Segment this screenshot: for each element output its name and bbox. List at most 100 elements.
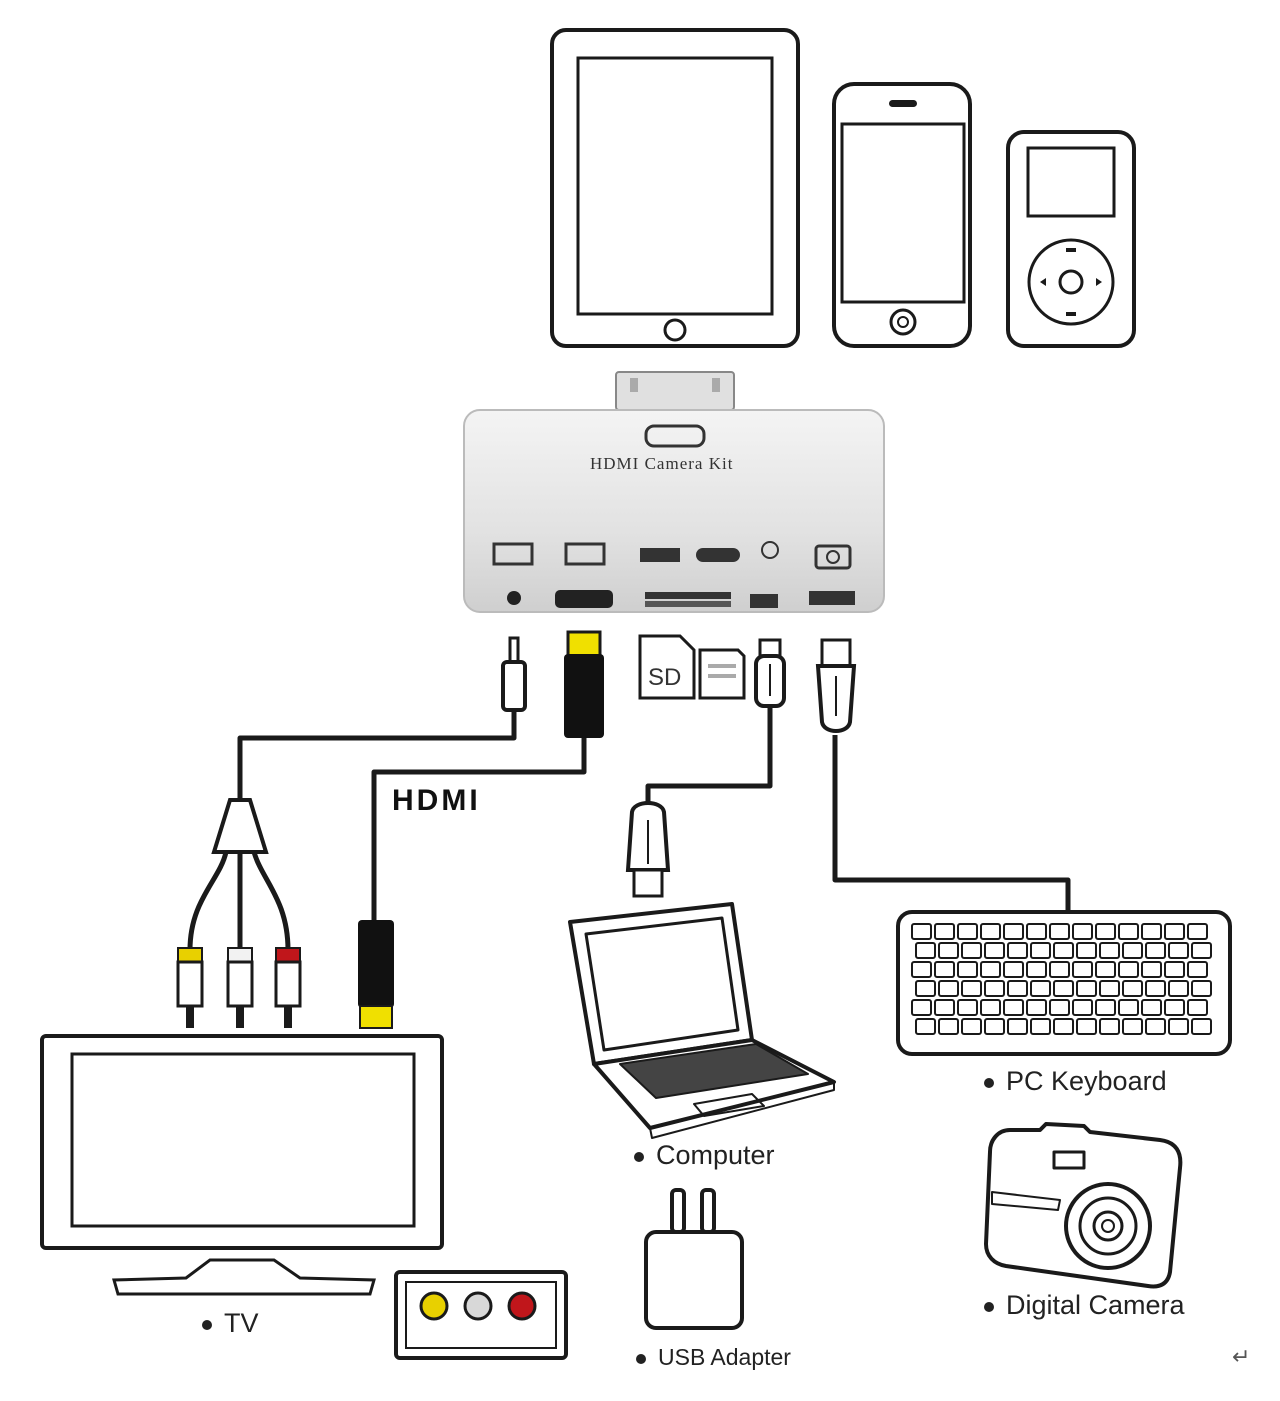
key-icon [1053, 942, 1074, 959]
sd-card-label: SD [648, 664, 682, 691]
key-icon [934, 999, 955, 1016]
kit-title: HDMI Camera Kit [590, 454, 734, 473]
key-icon [1141, 999, 1162, 1016]
key-icon [1003, 999, 1024, 1016]
key-icon [1049, 999, 1070, 1016]
key-icon [938, 980, 959, 997]
av-cable [237, 710, 517, 802]
usb-port-icon [644, 424, 706, 448]
key-icon [980, 999, 1001, 1016]
sd-card-icon [638, 634, 696, 700]
key-icon [957, 923, 978, 940]
key-icon [1141, 961, 1162, 978]
key-icon [1026, 999, 1047, 1016]
key-icon [1026, 923, 1047, 940]
key-icon [938, 1018, 959, 1035]
key-icon [1168, 942, 1189, 959]
av-port-icon [492, 542, 534, 566]
key-icon [984, 1018, 1005, 1035]
digital-camera-icon [984, 1122, 1183, 1289]
tv-icon [40, 1034, 444, 1296]
key-icon [1191, 942, 1212, 959]
micro-usb-port [750, 594, 778, 608]
key-icon [1122, 1018, 1143, 1035]
key-icon [934, 961, 955, 978]
key-icon [984, 980, 1005, 997]
dock-connector-icon [615, 371, 735, 411]
key-icon [961, 942, 982, 959]
bullet-icon [984, 1301, 994, 1312]
key-icon [1164, 999, 1185, 1016]
micro-usb-icon [761, 541, 779, 559]
usb-adapter-label: USB Adapter [636, 1344, 791, 1371]
key-icon [1122, 942, 1143, 959]
hdmi-cable [371, 738, 587, 922]
audio-jack-port [507, 591, 521, 605]
hdmi-plug-icon [564, 630, 604, 738]
rca-red-plug [274, 947, 302, 1028]
key-icon [1191, 1018, 1212, 1035]
key-icon [1145, 942, 1166, 959]
usb-adapter-icon [644, 1188, 744, 1330]
hdmi-port-icon [564, 542, 606, 566]
key-icon [1168, 980, 1189, 997]
key-icon [1145, 1018, 1166, 1035]
camera-port-icon [814, 544, 852, 570]
computer-label: Computer [634, 1140, 775, 1171]
iphone-icon [832, 82, 972, 348]
key-icon [938, 942, 959, 959]
key-icon [1003, 961, 1024, 978]
laptop-icon [568, 902, 836, 1139]
key-icon [1099, 942, 1120, 959]
key-icon [1187, 923, 1208, 940]
tv-label: TV [202, 1308, 259, 1339]
key-icon [1076, 980, 1097, 997]
usb-a-port [809, 591, 855, 605]
key-icon [915, 980, 936, 997]
bullet-icon [984, 1077, 994, 1088]
rca-yellow-plug [176, 947, 204, 1028]
key-icon [1187, 999, 1208, 1016]
key-icon [1049, 961, 1070, 978]
key-icon [961, 980, 982, 997]
key-icon [1007, 980, 1028, 997]
sd-logo-icon [696, 548, 740, 562]
hdmi-port [555, 590, 613, 608]
key-icon [1049, 923, 1070, 940]
camera-label: Digital Camera [984, 1290, 1185, 1321]
key-icon [911, 999, 932, 1016]
key-icon [911, 923, 932, 940]
key-icon [1168, 1018, 1189, 1035]
key-icon [934, 923, 955, 940]
key-icon [1053, 980, 1074, 997]
key-icon [1095, 961, 1116, 978]
laptop-usb-plug-icon [625, 801, 671, 898]
key-icon [1099, 1018, 1120, 1035]
key-icon [1072, 999, 1093, 1016]
key-icon [1118, 923, 1139, 940]
tv-av-inputs-icon [394, 1270, 568, 1360]
hdmi-cable-label: HDMI [392, 784, 481, 817]
key-icon [1076, 1018, 1097, 1035]
key-icon [1026, 961, 1047, 978]
key-icon [1118, 999, 1139, 1016]
microsd-card-icon [698, 648, 746, 700]
key-icon [915, 1018, 936, 1035]
keyboard-icon [896, 910, 1232, 1056]
key-icon [1095, 999, 1116, 1016]
key-icon [1030, 942, 1051, 959]
key-icon [984, 942, 1005, 959]
key-icon [911, 961, 932, 978]
key-icon [1164, 961, 1185, 978]
bullet-icon [202, 1319, 212, 1330]
key-icon [1187, 961, 1208, 978]
sd-slot [645, 592, 731, 599]
rca-white-plug [226, 947, 254, 1028]
key-icon [1191, 980, 1212, 997]
key-icon [1118, 961, 1139, 978]
audio-jack-plug-icon [501, 636, 527, 712]
key-icon [980, 923, 1001, 940]
usb-keyboard-cable [832, 735, 1071, 912]
